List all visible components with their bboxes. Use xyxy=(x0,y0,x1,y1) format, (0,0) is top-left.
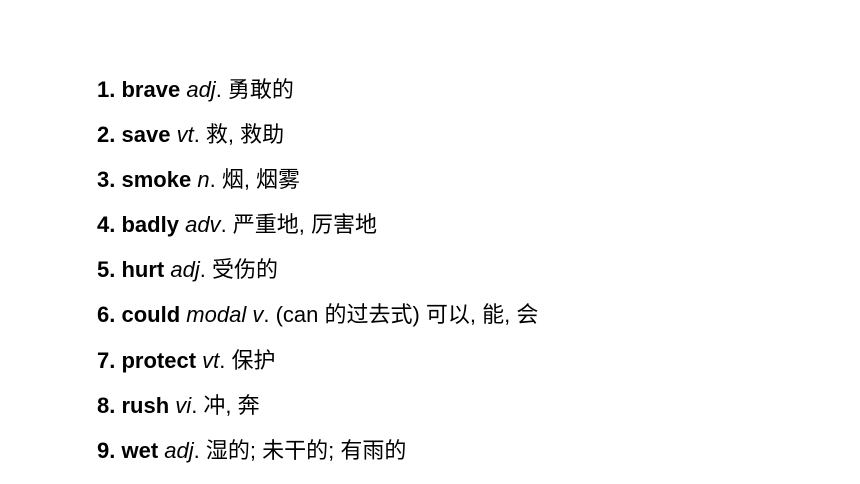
vocab-item-brave: 1. brave adj. 勇敢的 xyxy=(97,77,294,102)
word: brave xyxy=(121,77,181,102)
item-number: 7. xyxy=(97,347,116,373)
word: badly xyxy=(121,212,179,238)
vocab-item-protect: 7. protect vt. 保护 xyxy=(97,347,276,373)
meaning: 冲, 奔 xyxy=(203,392,260,418)
item-number: 9. xyxy=(97,437,116,463)
meaning: (can 的过去式) 可以, 能, 会 xyxy=(275,302,539,328)
word: save xyxy=(121,122,171,148)
vocab-item-badly: 4. badly adv. 严重地, 厉害地 xyxy=(97,212,378,238)
item-number: 3. xyxy=(97,167,116,193)
vocab-item-smoke: 3. smoke n. 烟, 烟雾 xyxy=(97,167,301,193)
item-number: 2. xyxy=(97,122,116,148)
word: rush xyxy=(121,392,170,418)
word: could xyxy=(121,302,181,328)
item-number: 1. xyxy=(97,77,116,102)
vocab-item-rush: 8. rush vi. 冲, 奔 xyxy=(97,392,260,418)
meaning: 受伤的 xyxy=(211,257,278,283)
word: hurt xyxy=(121,257,165,283)
item-number: 4. xyxy=(97,212,116,238)
meaning: 勇敢的 xyxy=(227,77,294,102)
vocab-item-wet: 9. wet adj. 湿的; 未干的; 有雨的 xyxy=(97,437,407,463)
vocab-item-could: 6. could modal v. (can 的过去式) 可以, 能, 会 xyxy=(97,302,539,328)
item-number: 8. xyxy=(97,392,116,418)
part-of-speech: modal v xyxy=(186,302,264,328)
meaning: 救, 救助 xyxy=(205,122,285,148)
part-of-speech: vi xyxy=(175,392,192,418)
part-of-speech: vt xyxy=(202,347,220,373)
word: smoke xyxy=(121,167,192,193)
meaning: 保护 xyxy=(231,347,276,373)
meaning: 湿的; 未干的; 有雨的 xyxy=(205,437,407,463)
word: wet xyxy=(121,437,159,463)
part-of-speech: adv xyxy=(185,212,221,238)
vocabulary-list: 1. brave adj. 勇敢的 2. save vt. 救, 救助 3. s… xyxy=(97,71,538,477)
part-of-speech: adj xyxy=(170,257,200,283)
vocab-item-hurt: 5. hurt adj. 受伤的 xyxy=(97,257,278,283)
part-of-speech: adj xyxy=(164,437,194,463)
meaning: 严重地, 厉害地 xyxy=(232,212,378,238)
part-of-speech: n xyxy=(197,167,210,193)
vocab-item-save: 2. save vt. 救, 救助 xyxy=(97,122,285,148)
item-number: 5. xyxy=(97,257,116,283)
word: protect xyxy=(121,347,197,373)
item-number: 6. xyxy=(97,302,116,328)
meaning: 烟, 烟雾 xyxy=(221,167,301,193)
part-of-speech: vt xyxy=(176,122,194,148)
part-of-speech: adj xyxy=(186,77,216,102)
